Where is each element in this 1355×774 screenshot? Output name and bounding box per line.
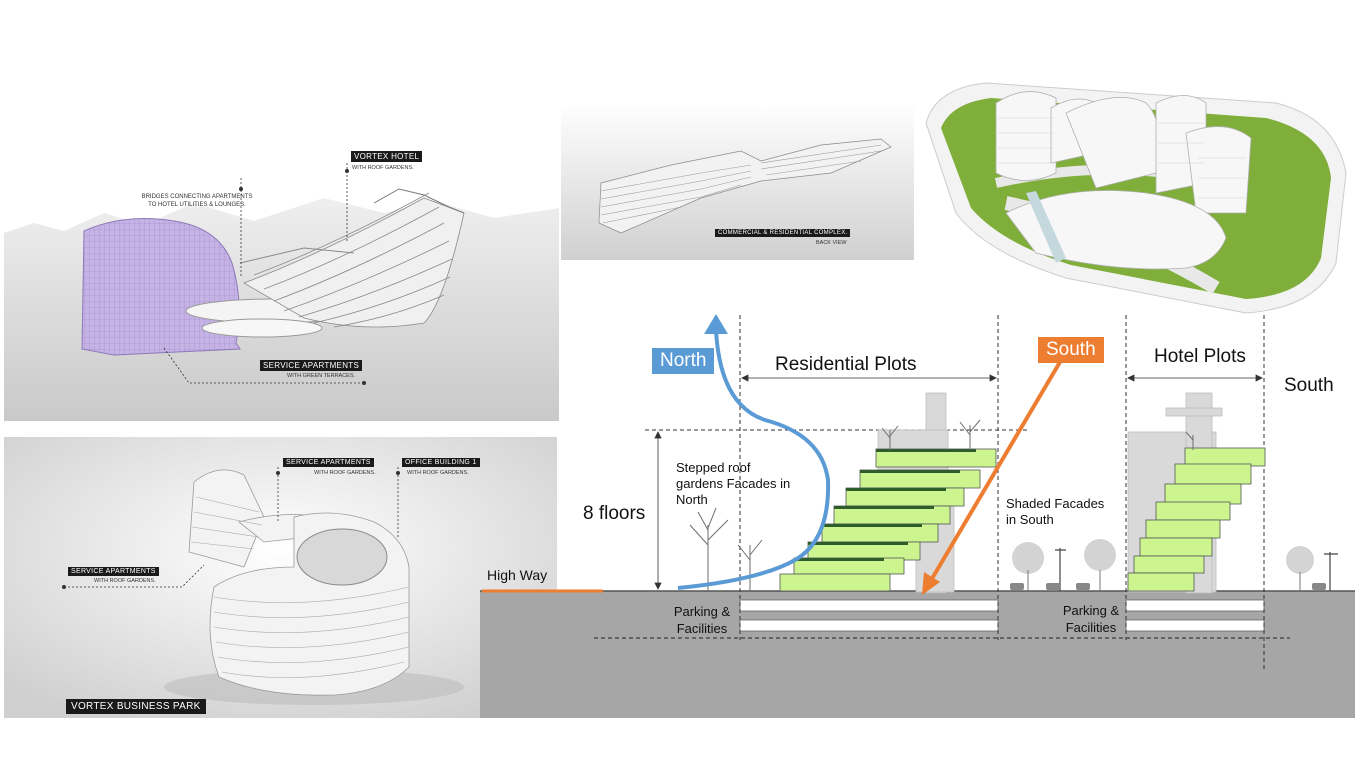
car-icons [1010, 583, 1326, 590]
tag-service-apartments-sub: WITH GREEN TERRACES. [287, 373, 356, 379]
tag-service-apartments-top-sub: WITH ROOF GARDENS. [314, 470, 376, 476]
tag-vortex-hotel: VORTEX HOTEL [351, 151, 423, 162]
aerial-render-image [916, 63, 1352, 325]
hotel-render-image [4, 103, 559, 421]
shaded-facades-label: Shaded Facades in South [1006, 496, 1105, 527]
tag-service-apartments-left: SERVICE APARTMENTS [68, 567, 159, 576]
render-vortex-hotel: VORTEX HOTEL WITH ROOF GARDENS. BRIDGES … [4, 103, 559, 421]
floors-label: 8 floors [583, 503, 646, 524]
tag-office-building: OFFICE BUILDING 1 [402, 458, 480, 467]
caption-commercial-complex: COMMERCIAL & RESIDENTIAL COMPLEX. [715, 229, 851, 237]
render-aerial-model [916, 63, 1352, 325]
render-business-park: SERVICE APARTMENTS WITH ROOF GARDENS. OF… [4, 437, 557, 718]
hotel-plots-label: Hotel Plots [1154, 346, 1246, 367]
render-back-view: COMMERCIAL & RESIDENTIAL COMPLEX. BACK V… [561, 103, 914, 260]
business-park-render-image [4, 437, 557, 718]
tag-vortex-business-park: VORTEX BUSINESS PARK [66, 699, 206, 714]
tree-icons [689, 419, 1194, 591]
tag-service-apartments-left-sub: WITH ROOF GARDENS. [94, 578, 156, 584]
south-right-label: South [1284, 375, 1334, 396]
tag-vortex-hotel-sub: WITH ROOF GARDENS. [352, 165, 414, 171]
bridges-caption: BRIDGES CONNECTING APARTMENTS TO HOTEL U… [141, 194, 253, 208]
street-lamp-icons [1055, 548, 1338, 591]
stepped-facades-label: Stepped roof gardens Facades in North [676, 460, 791, 507]
ground-slab [480, 591, 1355, 718]
hotel-terraces [1127, 447, 1266, 592]
south-sun-arrow [928, 360, 1062, 584]
parking-facilities-right: Parking & Facilities [1062, 603, 1120, 635]
caption-back-view: BACK VIEW [816, 240, 847, 246]
north-label: North [652, 348, 715, 374]
section-diagram [480, 314, 1355, 718]
tag-service-apartments: SERVICE APARTMENTS [260, 360, 363, 371]
north-sun-arrow [677, 329, 831, 590]
highway-label: High Way [487, 567, 548, 583]
tag-service-apartments-top: SERVICE APARTMENTS [283, 458, 374, 467]
south-label: South [1038, 337, 1104, 363]
residential-plots-label: Residential Plots [775, 354, 917, 375]
parking-facilities-left: Parking & Facilities [673, 604, 731, 636]
tag-office-building-sub: WITH ROOF GARDENS. [407, 470, 469, 476]
